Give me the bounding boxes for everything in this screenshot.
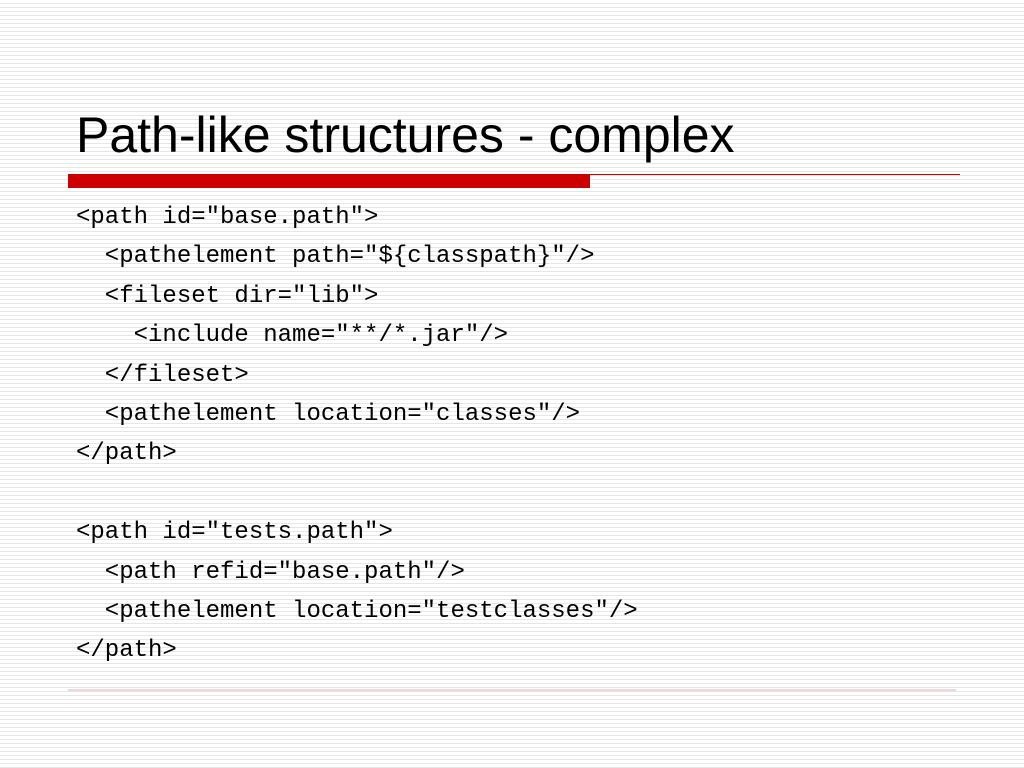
footer-divider — [68, 689, 956, 691]
code-line: <path refid="base.path"/> — [76, 558, 465, 586]
code-line — [76, 474, 638, 513]
title-underline-bar — [68, 174, 590, 188]
code-line: </path> — [76, 440, 177, 468]
code-line: <pathelement path="${classpath}"/> — [76, 243, 595, 271]
code-line: <pathelement location="testclasses"/> — [76, 597, 638, 625]
code-block: <path id="base.path"> <pathelement path=… — [76, 198, 638, 671]
slide-title: Path-like structures - complex — [76, 107, 735, 163]
code-line: </fileset> — [76, 361, 249, 389]
code-line: <path id="base.path"> — [76, 204, 379, 231]
code-line: </path> — [76, 637, 177, 665]
code-line: <fileset dir="lib"> — [76, 282, 379, 310]
code-line: <path id="tests.path"> — [76, 519, 393, 547]
code-line: <pathelement location="classes"/> — [76, 400, 581, 428]
title-underline-line — [590, 174, 960, 175]
code-line: <include name="**/*.jar"/> — [76, 322, 509, 350]
title-underline — [68, 174, 960, 188]
